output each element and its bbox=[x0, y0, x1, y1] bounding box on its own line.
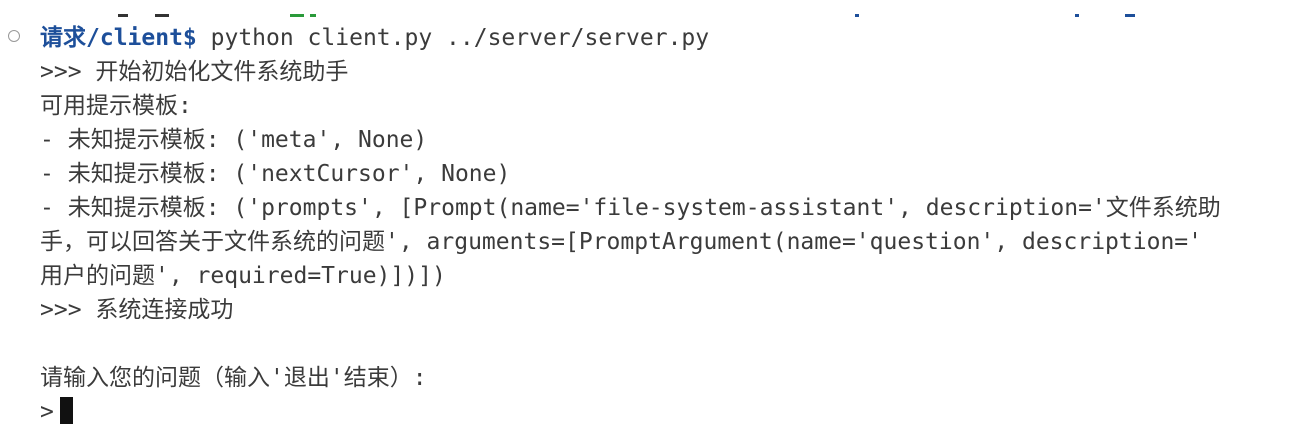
output-line: - 未知提示模板: ('nextCursor', None) bbox=[40, 161, 511, 187]
command-text: python client.py ../server/server.py bbox=[196, 25, 710, 51]
output-line: - 未知提示模板: ('prompts', [Prompt(name='file… bbox=[40, 195, 1221, 221]
command-status-circle-icon bbox=[8, 30, 20, 42]
previous-line-fragments bbox=[0, 14, 1301, 18]
input-line[interactable]: > bbox=[40, 395, 73, 429]
text-cursor bbox=[59, 397, 73, 424]
command-line: 请求/client$ python client.py ../server/se… bbox=[40, 21, 709, 55]
output-line: 用户的问题', required=True)])]) bbox=[40, 263, 446, 289]
output-line: 可用提示模板: bbox=[40, 93, 192, 119]
output-line: >>> 开始初始化文件系统助手 bbox=[40, 59, 349, 85]
output-line: 请输入您的问题（输入'退出'结束）: bbox=[40, 365, 427, 391]
prompt-path: 请求/client$ bbox=[40, 25, 197, 51]
output-line: >>> 系统连接成功 bbox=[40, 297, 234, 323]
output-line: 手，可以回答关于文件系统的问题', arguments=[PromptArgum… bbox=[40, 229, 1202, 255]
output-line: - 未知提示模板: ('meta', None) bbox=[40, 127, 428, 153]
input-prompt: > bbox=[40, 399, 54, 425]
